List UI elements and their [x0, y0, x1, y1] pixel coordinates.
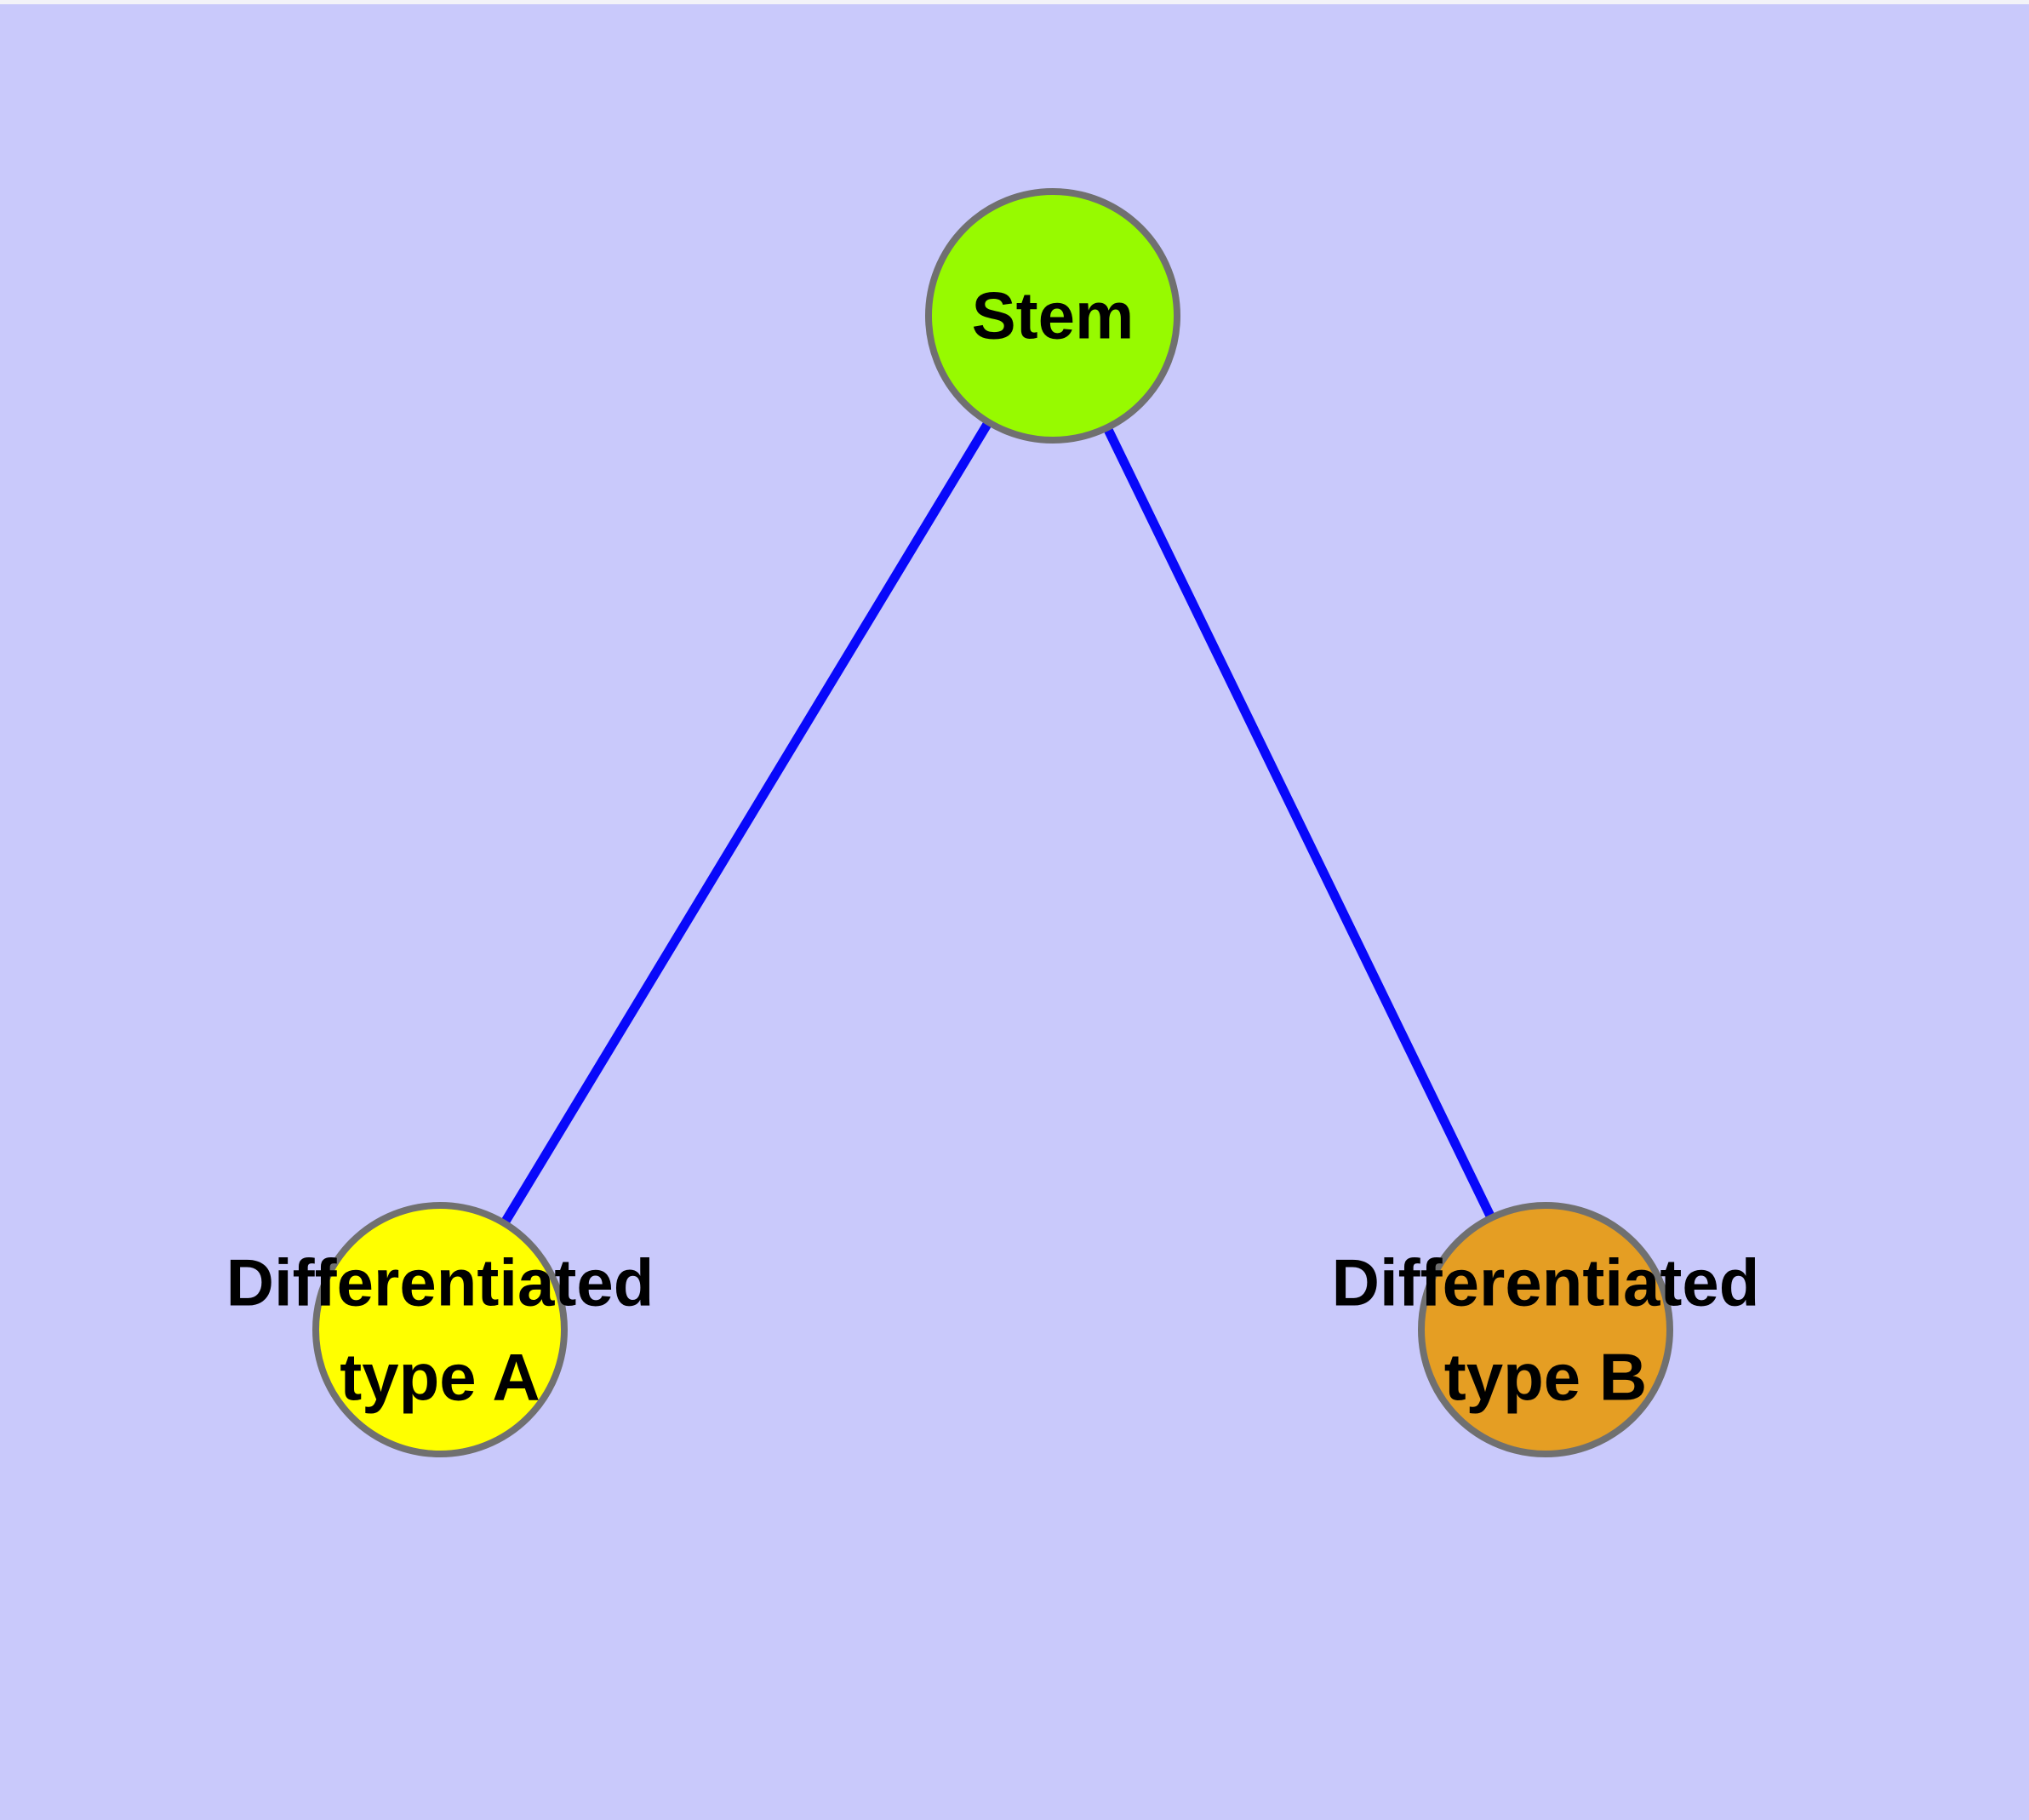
- node-differentiated-type-a: [312, 1202, 568, 1457]
- edge-stem-to-type-b: [1049, 313, 1550, 1332]
- top-margin-strip: [0, 0, 2029, 4]
- node-stem: [925, 188, 1180, 444]
- edge-stem-to-type-a: [436, 313, 1057, 1332]
- node-differentiated-type-b: [1418, 1202, 1673, 1457]
